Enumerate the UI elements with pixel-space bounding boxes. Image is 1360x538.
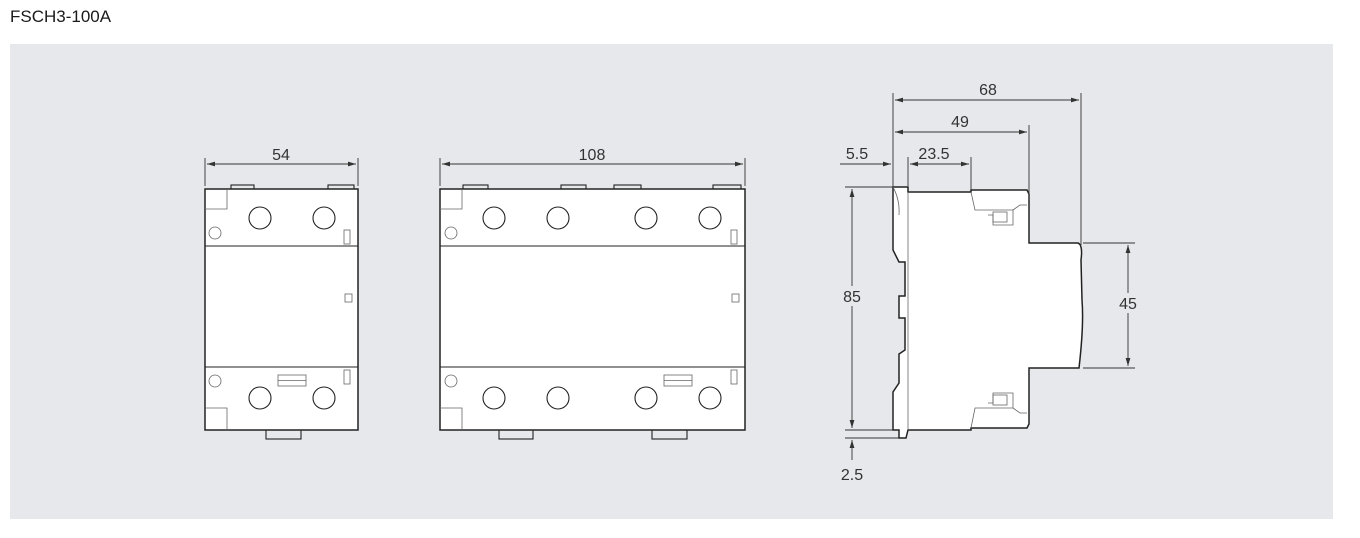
dim-label-85: 85 [843, 289, 861, 306]
side-view: 68 49 23.5 5.5 85 45 2.5 [838, 82, 1142, 484]
page-title: FSCH3-100A [10, 7, 112, 26]
dim-label-54: 54 [272, 147, 290, 164]
dim-label-5-5: 5.5 [846, 146, 868, 163]
dim-label-108: 108 [579, 147, 606, 164]
dim-label-45: 45 [1119, 296, 1137, 313]
front-view-4-pole: 108 [439, 147, 746, 440]
dim-label-23-5: 23.5 [918, 146, 949, 163]
dim-label-49: 49 [951, 114, 969, 131]
front-view-2-pole: 54 [204, 147, 359, 440]
dim-label-68: 68 [979, 82, 997, 99]
dim-label-2-5: 2.5 [841, 467, 863, 484]
